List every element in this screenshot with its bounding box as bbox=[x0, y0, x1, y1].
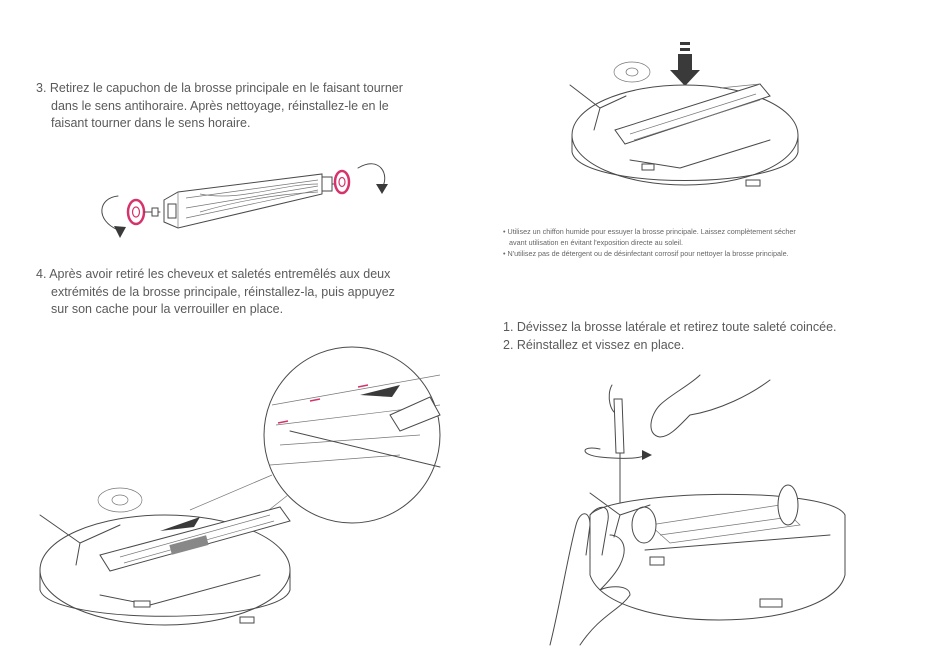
step-4-line-1: 4. Après avoir retiré les cheveux et sal… bbox=[36, 267, 391, 281]
step-4-line-2: extrémités de la brosse principale, réin… bbox=[51, 284, 395, 299]
right-brush-cap bbox=[333, 169, 351, 195]
step-3-instructions: 3. Retirez le capuchon de la brosse prin… bbox=[36, 80, 456, 133]
screwdriver-handle bbox=[613, 398, 625, 454]
note-2: • N'utilisez pas de détergent ou de dési… bbox=[503, 249, 789, 258]
side-brush-unscrew-illustration bbox=[549, 374, 846, 646]
side-brush-step-2: 2. Réinstallez et vissez en place. bbox=[503, 338, 685, 352]
zoom-detail-circle bbox=[263, 346, 441, 524]
cleaning-notes: • Utilisez un chiffon humide pour essuye… bbox=[503, 226, 923, 259]
push-down-arrow-icon bbox=[670, 54, 700, 86]
step-3-line-1: 3. Retirez le capuchon de la brosse prin… bbox=[36, 81, 403, 95]
step-4-line-3: sur son cache pour la verrouiller en pla… bbox=[51, 302, 284, 316]
step-3-line-2: dans le sens antihoraire. Après nettoyag… bbox=[51, 98, 389, 113]
hand-bottom bbox=[549, 506, 631, 646]
robot-vacuum-side bbox=[589, 493, 846, 621]
main-brush-cap-illustration bbox=[101, 163, 388, 238]
step-3-line-3: faisant tourner dans le sens horaire. bbox=[51, 116, 251, 130]
side-brush-instructions: 1. Dévissez la brosse latérale et retire… bbox=[503, 318, 923, 354]
note-1-line-2: avant utilisation en évitant l'expositio… bbox=[509, 238, 683, 247]
side-brush-step-1: 1. Dévissez la brosse latérale et retire… bbox=[503, 320, 837, 334]
robot-vacuum-top bbox=[571, 84, 799, 186]
rotation-arrow-icon bbox=[584, 447, 647, 459]
step-4-instructions: 4. Après avoir retiré les cheveux et sal… bbox=[36, 266, 456, 319]
brush-reinstall-illustration bbox=[39, 346, 441, 626]
left-brush-cap bbox=[126, 198, 146, 226]
brush-lock-illustration bbox=[569, 42, 799, 187]
note-1-line-1: • Utilisez un chiffon humide pour essuye… bbox=[503, 227, 796, 236]
counterclockwise-arrow-icon bbox=[101, 195, 119, 231]
hand-top bbox=[650, 374, 771, 438]
